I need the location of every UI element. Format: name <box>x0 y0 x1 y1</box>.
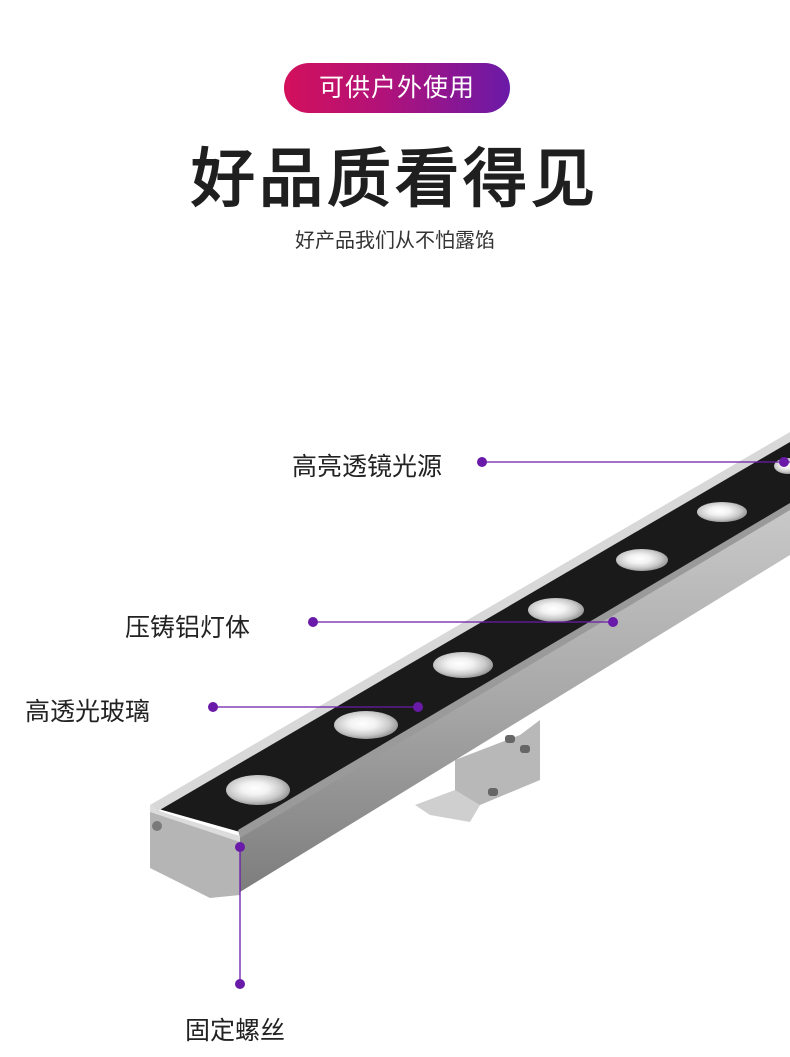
mounting-bracket <box>415 720 540 822</box>
callout-body-label: 压铸铝灯体 <box>125 613 251 642</box>
callout-glass-label: 高透光玻璃 <box>25 697 151 726</box>
callout-pointers <box>208 457 790 989</box>
callout-lens-label: 高亮透镜光源 <box>292 452 443 481</box>
page-title: 好品质看得见 <box>191 143 599 217</box>
callout-screw-label: 固定螺丝 <box>185 1016 286 1045</box>
page-subtitle: 好产品我们从不怕露馅 <box>295 228 495 252</box>
outdoor-badge: 可供户外使用 <box>284 63 510 113</box>
